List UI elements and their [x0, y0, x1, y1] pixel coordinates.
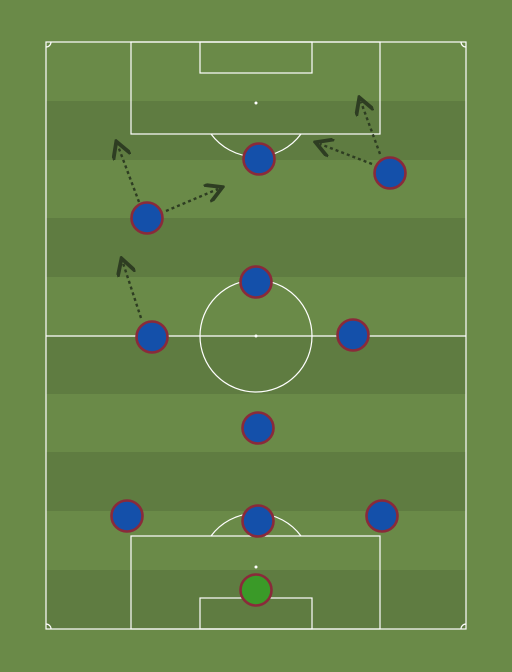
- player-centre-back[interactable]: [241, 504, 275, 538]
- movement-arrow-lm: [123, 263, 143, 319]
- player-goalkeeper[interactable]: [239, 573, 273, 607]
- player-right-midfielder[interactable]: [336, 318, 370, 352]
- player-left-back[interactable]: [110, 499, 144, 533]
- corner-arc-top-right: [460, 41, 467, 48]
- top-goal-box: [199, 41, 313, 74]
- corner-arc-bottom-left: [45, 623, 52, 630]
- player-left-winger[interactable]: [130, 201, 164, 235]
- corner-arc-top-left: [45, 41, 52, 48]
- player-striker[interactable]: [242, 142, 276, 176]
- player-central-midfielder[interactable]: [239, 265, 273, 299]
- centre-spot: [254, 334, 258, 338]
- movement-arrow-lw: [118, 146, 141, 203]
- player-right-back[interactable]: [365, 499, 399, 533]
- pitch-stripe: [46, 452, 466, 511]
- players: [110, 142, 407, 607]
- pitch-spots: [254, 101, 258, 569]
- bottom-penalty-spot: [254, 565, 258, 569]
- player-defensive-midfielder[interactable]: [241, 411, 275, 445]
- top-penalty-spot: [254, 101, 258, 105]
- corner-arc-bottom-right: [460, 623, 467, 630]
- player-right-winger[interactable]: [373, 156, 407, 190]
- movement-arrows: [118, 102, 382, 319]
- pitch-stripe: [46, 336, 466, 394]
- player-left-midfielder[interactable]: [135, 320, 169, 354]
